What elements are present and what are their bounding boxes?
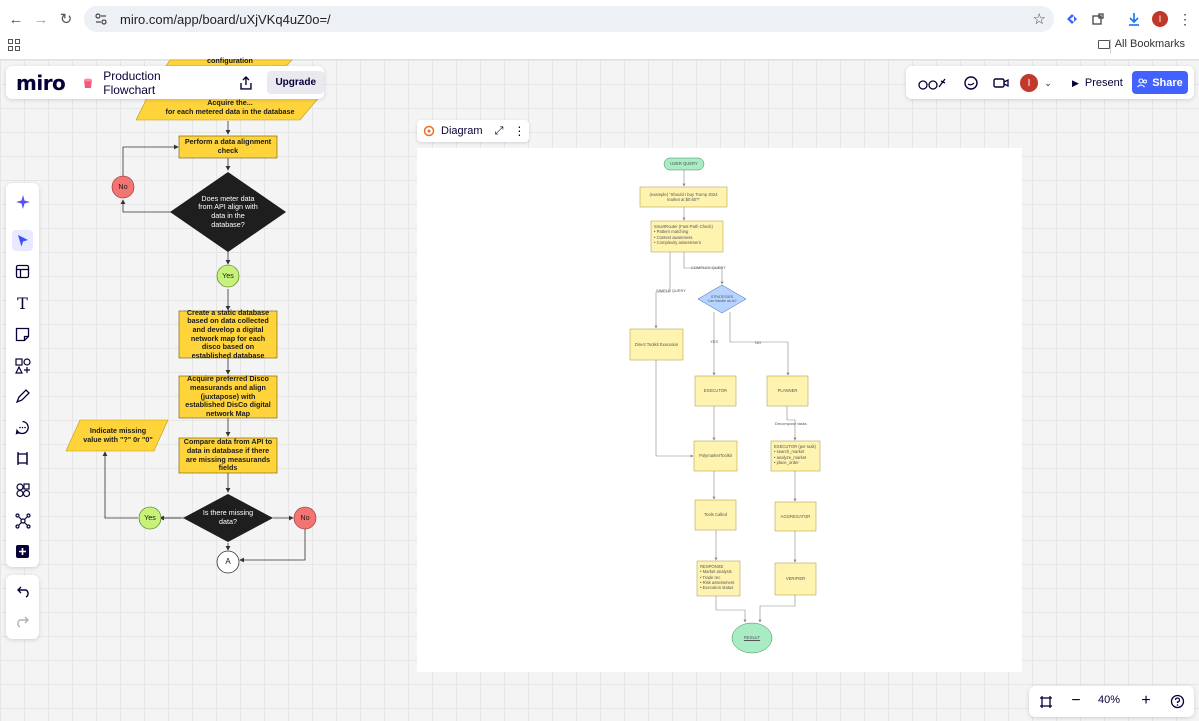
folder-icon [1097, 39, 1110, 49]
chevron-down-icon[interactable]: ⌄ [1044, 77, 1052, 88]
planner-node[interactable]: PLANNER [777, 388, 798, 394]
download-icon[interactable] [1124, 9, 1144, 29]
yes-node-2[interactable]: Yes [144, 512, 156, 522]
more-menu-icon[interactable]: ⋮ [1178, 10, 1192, 27]
data-alignment-node[interactable]: Perform a data alignment check [184, 137, 272, 155]
share-button[interactable]: Share [1132, 71, 1188, 94]
apps-icon[interactable] [12, 479, 33, 500]
profile-avatar[interactable]: I [1150, 9, 1170, 29]
decompose-label: Decompose tasks [775, 421, 807, 426]
help-icon[interactable] [1168, 692, 1186, 710]
no-node-2[interactable]: No [300, 512, 310, 522]
indicate-missing-node[interactable]: Indicate missing value with "?" 0r "0" [83, 425, 153, 444]
reactions-icon[interactable] [916, 74, 948, 92]
result-node[interactable]: RESULT [743, 635, 761, 641]
users-icon [1137, 77, 1148, 87]
back-icon[interactable]: ← [8, 10, 24, 28]
direct-toolkit-node[interactable]: Direct Toolkit Execution [634, 341, 679, 347]
zoom-in-icon[interactable]: + [1141, 692, 1151, 709]
history-toolbar [6, 575, 39, 639]
yes-node-1[interactable]: Yes [222, 270, 234, 280]
user-avatar[interactable]: I [1020, 74, 1038, 92]
configuration-node[interactable]: configuration [207, 55, 253, 65]
board-header: miro Production Flowchart Upgrade [6, 66, 324, 99]
extension-icon[interactable] [1062, 9, 1082, 29]
acquire-metered-label: Acquire the... for each metered data in … [165, 98, 295, 116]
zoom-controls: − 40% + [1029, 686, 1194, 717]
present-label: Present [1084, 77, 1123, 89]
text-tool-icon[interactable]: T [17, 294, 28, 313]
sticky-note-icon[interactable] [12, 324, 33, 345]
strategies-decision[interactable]: STRATEGIES Can handle as-is? [707, 294, 737, 303]
play-icon: ▶ [1072, 77, 1079, 88]
diagram-title: Diagram [441, 125, 483, 137]
all-bookmarks-link[interactable]: All Bookmarks [1097, 38, 1185, 50]
video-call-icon[interactable] [992, 74, 1010, 92]
diagram-icon [423, 125, 435, 137]
reload-icon[interactable]: ↻ [59, 11, 73, 28]
comments-icon[interactable] [962, 74, 980, 92]
verifier-node[interactable]: VERIFIER [785, 576, 806, 582]
diagram-more-icon[interactable]: ⋮ [513, 124, 526, 138]
site-settings-icon[interactable] [94, 12, 108, 26]
complex-query-label: COMPLEX QUERY [691, 265, 726, 270]
missing-data-decision[interactable]: Is there missing data? [202, 508, 254, 526]
shapes-icon[interactable] [12, 355, 33, 376]
mind-map-icon[interactable] [12, 510, 33, 531]
tools-called-node[interactable]: Tools Called [704, 512, 727, 518]
static-database-node[interactable]: Create a static database based on data c… [186, 307, 270, 360]
frame-icon[interactable] [12, 448, 33, 469]
puzzle-extensions-icon[interactable] [1088, 9, 1108, 29]
bookmarks-bar: All Bookmarks [0, 36, 1199, 58]
smart-router-node[interactable]: SmartRouter (Fast-Path Check) • Pattern … [654, 224, 713, 245]
pen-icon[interactable] [12, 386, 33, 407]
redo-icon[interactable] [12, 611, 33, 632]
bookmark-star-icon[interactable]: ☆ [1032, 11, 1046, 28]
diagram-header[interactable]: Diagram ⤢ ⋮ [417, 120, 529, 142]
url-text: miro.com/app/board/uXjVKq4uZ0o=/ [120, 12, 331, 27]
zoom-out-icon[interactable]: − [1071, 692, 1081, 709]
templates-icon[interactable] [12, 261, 33, 282]
compare-data-node[interactable]: Compare data from API to data in databas… [183, 437, 273, 473]
simple-query-label: SIMPLE QUERY [656, 288, 686, 293]
bookmarks-divider [1110, 39, 1111, 53]
acquire-disco-node[interactable]: Acquire preferred Disco measurands and a… [185, 374, 271, 418]
all-bookmarks-label: All Bookmarks [1114, 38, 1185, 50]
forward-icon[interactable]: → [33, 10, 49, 28]
select-cursor-icon[interactable] [12, 230, 33, 251]
address-bar[interactable]: miro.com/app/board/uXjVKq4uZ0o=/ ☆ [84, 6, 1054, 32]
yes-label: YES [710, 339, 719, 344]
more-tools-icon[interactable] [12, 541, 33, 562]
no-node-1[interactable]: No [118, 181, 128, 191]
no-label: NO [755, 340, 761, 345]
upgrade-button[interactable]: Upgrade [267, 71, 324, 94]
example-node[interactable]: (example) "Should I buy Trump 2024 marke… [649, 191, 718, 202]
ai-sparkle-icon[interactable] [12, 191, 33, 212]
aggregator-node[interactable]: AGGREGATOR [780, 513, 811, 519]
present-button[interactable]: ▶ Present [1064, 72, 1131, 94]
creation-toolbar: T [6, 183, 39, 567]
executor-per-task-node[interactable]: EXECUTOR (per task) • search_market • an… [774, 444, 817, 465]
apps-grid-icon[interactable] [8, 39, 20, 51]
collaboration-toolbar: I ⌄ ▶ Present Share [906, 66, 1194, 99]
share-label: Share [1152, 76, 1183, 89]
response-node[interactable]: RESPONSE • Market analysis • Trade rec •… [700, 564, 735, 590]
meter-align-decision[interactable]: Does meter data from API align with data… [198, 193, 258, 229]
acquire-metered-node[interactable]: Acquire the... for each metered data in … [160, 96, 300, 120]
zoom-level[interactable]: 40% [1098, 694, 1121, 706]
board-bucket-icon [84, 78, 93, 88]
executor-node[interactable]: EXECUTOR [703, 388, 728, 394]
board-title[interactable]: Production Flowchart [103, 68, 161, 97]
browser-toolbar: ← → ↻ miro.com/app/board/uXjVKq4uZ0o=/ ☆… [0, 0, 1199, 60]
connector-a[interactable]: A [225, 557, 231, 567]
polymarket-toolkit-node[interactable]: PolymarketToolkit [699, 453, 732, 459]
fit-to-screen-icon[interactable] [1037, 693, 1055, 711]
undo-icon[interactable] [12, 581, 33, 602]
export-icon[interactable] [238, 75, 254, 91]
user-query-node[interactable]: USER QUERY [670, 161, 698, 167]
comment-icon[interactable] [12, 417, 33, 438]
expand-icon[interactable]: ⤢ [494, 124, 504, 137]
miro-logo[interactable]: miro [16, 70, 66, 95]
